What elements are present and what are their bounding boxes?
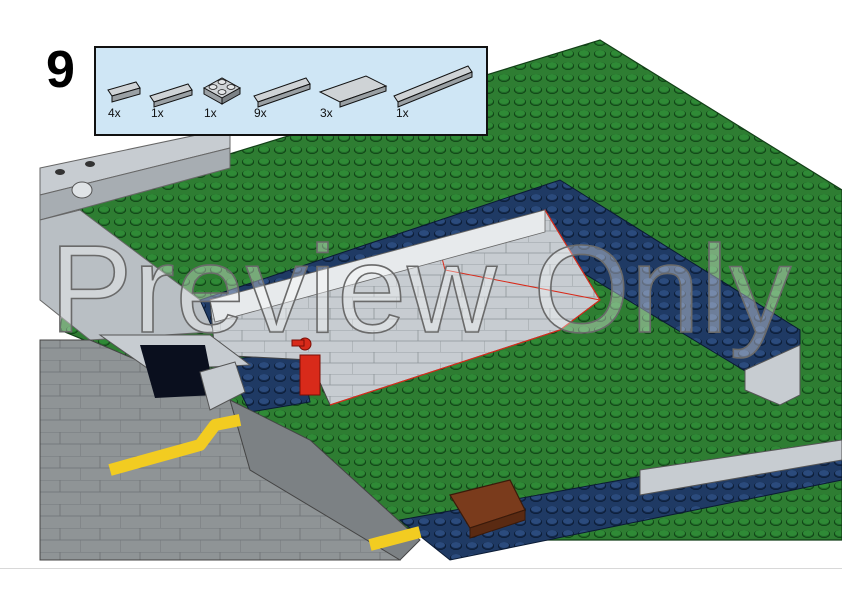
tile-2x6-icon bbox=[318, 75, 388, 108]
plate-2x2-studs-icon bbox=[202, 77, 242, 105]
part-qty: 4x bbox=[108, 106, 121, 120]
plate-1x2-icon bbox=[107, 81, 141, 103]
part-qty: 1x bbox=[396, 106, 409, 120]
gray-wall bbox=[39, 127, 242, 341]
step-number: 9 bbox=[46, 41, 75, 99]
tile-1x6-icon bbox=[253, 77, 311, 108]
road bbox=[39, 334, 422, 561]
part-qty: 3x bbox=[320, 106, 333, 120]
tile-1x4-icon bbox=[149, 83, 193, 108]
brown-crate bbox=[449, 479, 526, 539]
parts-list: 4x 1x 1x 9x 3x 1x bbox=[94, 46, 488, 136]
part-qty: 1x bbox=[204, 106, 217, 120]
page-divider bbox=[0, 568, 842, 569]
preview-watermark: Preview Only bbox=[49, 220, 793, 360]
gray-right-wall bbox=[639, 344, 842, 496]
part-qty: 9x bbox=[254, 106, 267, 120]
red-hydrant bbox=[291, 337, 321, 396]
tile-1x8-icon bbox=[393, 65, 473, 108]
part-qty: 1x bbox=[151, 106, 164, 120]
